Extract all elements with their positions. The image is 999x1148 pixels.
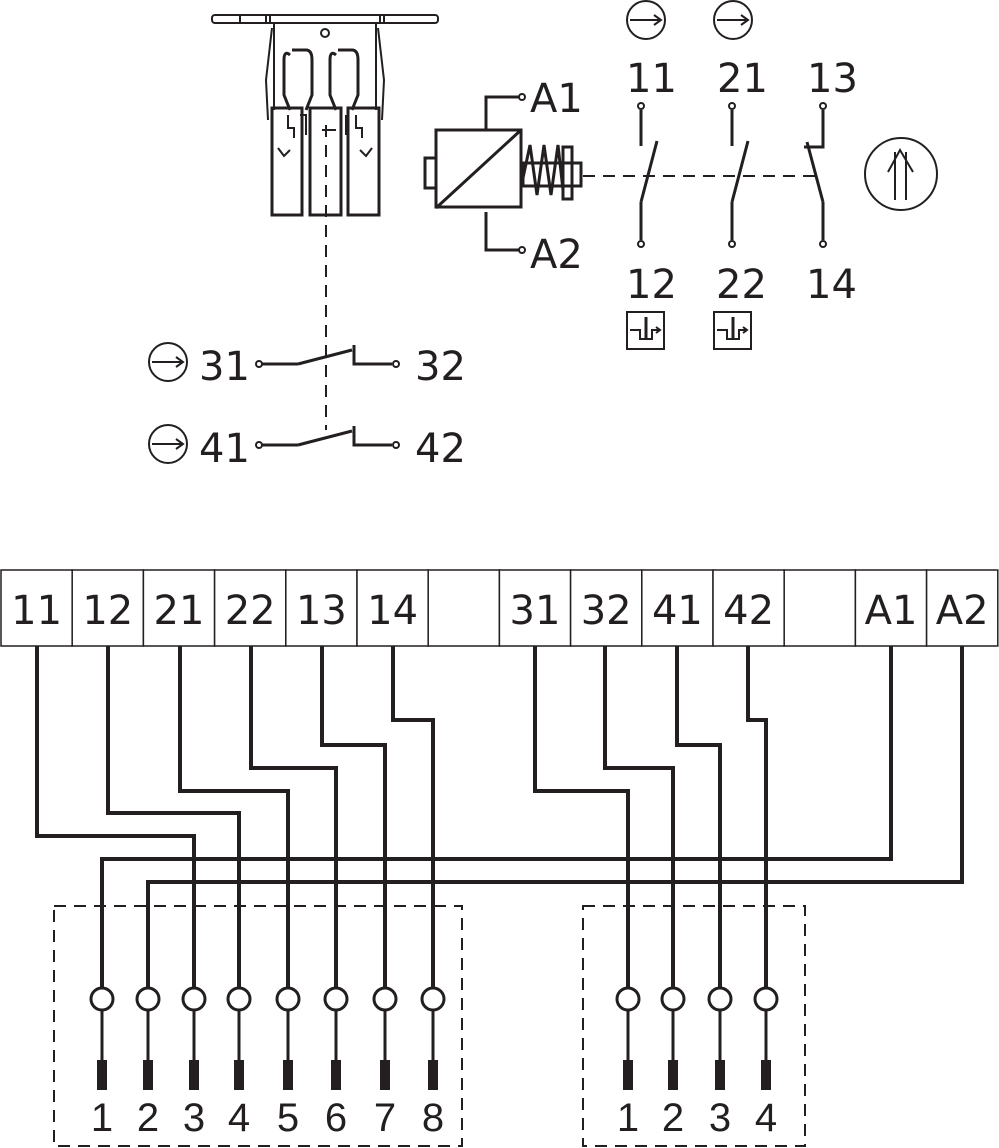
- terminal-spare: [427, 569, 501, 647]
- terminal-31: 31: [498, 569, 572, 647]
- pin-5: 5: [275, 986, 301, 1140]
- svg-text:31: 31: [510, 588, 561, 634]
- svg-text:13: 13: [807, 56, 858, 102]
- svg-text:4: 4: [755, 1096, 777, 1140]
- pin-6: 6: [323, 986, 349, 1140]
- svg-text:22: 22: [225, 588, 276, 634]
- delayed-break-icon: [626, 311, 665, 350]
- wiring: [35, 646, 964, 990]
- svg-text:1: 1: [617, 1096, 639, 1140]
- pin-4: 4: [753, 986, 779, 1140]
- svg-text:42: 42: [723, 588, 774, 634]
- pin-1: 1: [89, 986, 115, 1140]
- switch-head-drawing: [211, 14, 439, 430]
- svg-text:13: 13: [296, 588, 347, 634]
- wire-31: [533, 646, 630, 990]
- solenoid-coil: A1 A2: [423, 76, 815, 278]
- svg-text:5: 5: [277, 1096, 299, 1140]
- svg-text:7: 7: [374, 1096, 396, 1140]
- wire-12: [106, 646, 241, 990]
- terminal-A1: A1: [854, 569, 928, 647]
- wire-32: [603, 646, 675, 990]
- positive-opening-icon: [713, 0, 753, 40]
- actuation-direction-icon: [864, 137, 938, 211]
- contact-31-32: 31 32: [148, 342, 466, 390]
- wire-a1: [100, 646, 893, 990]
- wire-21: [178, 646, 290, 990]
- svg-text:12: 12: [626, 262, 677, 308]
- pin-8: 8: [420, 986, 446, 1140]
- contact-41-42: 41 42: [148, 424, 466, 472]
- wire-11: [35, 646, 196, 990]
- svg-text:A1: A1: [865, 588, 918, 634]
- svg-text:14: 14: [806, 262, 857, 308]
- svg-text:32: 32: [581, 588, 632, 634]
- svg-text:21: 21: [717, 56, 768, 102]
- terminal-strip: 11 12 21 22 13 14 31 32 41 42 A1 A2: [0, 569, 999, 647]
- svg-text:42: 42: [415, 426, 466, 472]
- svg-text:14: 14: [367, 588, 418, 634]
- coil-terminal-a2: A2: [530, 232, 583, 278]
- wire-22: [249, 646, 338, 990]
- connector-1-outline: [53, 905, 463, 1147]
- svg-text:1: 1: [91, 1096, 113, 1140]
- positive-opening-icon: [626, 0, 666, 40]
- terminal-21: 21: [142, 569, 216, 647]
- svg-text:A2: A2: [936, 588, 989, 634]
- svg-text:41: 41: [199, 426, 250, 472]
- positive-opening-icon: [148, 424, 188, 464]
- pin-3: 3: [707, 986, 733, 1140]
- contact-13-14: 13 14: [804, 56, 858, 308]
- pin-7: 7: [372, 986, 398, 1140]
- connector-2-outline: [582, 905, 806, 1147]
- svg-text:31: 31: [199, 344, 250, 390]
- coil-terminal-a1: A1: [530, 76, 583, 122]
- svg-text:3: 3: [709, 1096, 731, 1140]
- svg-text:41: 41: [652, 588, 703, 634]
- terminal-32: 32: [569, 569, 643, 647]
- pin-3: 3: [181, 986, 207, 1140]
- terminal-22: 22: [213, 569, 287, 647]
- pin-1: 1: [615, 986, 641, 1140]
- svg-text:4: 4: [228, 1096, 250, 1140]
- terminal-11: 11: [0, 569, 73, 647]
- pin-2: 2: [135, 986, 161, 1140]
- svg-text:8: 8: [422, 1096, 444, 1140]
- svg-text:11: 11: [11, 588, 62, 634]
- pin-2: 2: [660, 986, 686, 1140]
- svg-text:32: 32: [415, 344, 466, 390]
- wire-14: [391, 646, 435, 990]
- svg-text:11: 11: [626, 56, 677, 102]
- contact-21-22: 21 22: [713, 0, 768, 350]
- svg-text:3: 3: [183, 1096, 205, 1140]
- svg-text:2: 2: [662, 1096, 684, 1140]
- svg-text:2: 2: [137, 1096, 159, 1140]
- terminal-41: 41: [641, 569, 714, 647]
- svg-text:21: 21: [154, 588, 205, 634]
- positive-opening-icon: [148, 342, 188, 382]
- svg-text:22: 22: [716, 262, 767, 308]
- terminal-12: 12: [71, 569, 145, 647]
- wire-42: [746, 646, 768, 990]
- contact-11-12: 11 12: [626, 0, 677, 350]
- terminal-14: 14: [356, 569, 429, 647]
- pin-4: 4: [226, 986, 252, 1140]
- wire-41: [675, 646, 722, 990]
- svg-text:12: 12: [82, 588, 133, 634]
- wire-13: [320, 646, 387, 990]
- terminal-42: 42: [712, 569, 785, 647]
- spring-icon: [521, 144, 565, 196]
- terminal-spare: [783, 569, 857, 647]
- delayed-break-icon: [713, 311, 752, 350]
- terminal-13: 13: [285, 569, 358, 647]
- terminal-A2: A2: [925, 569, 999, 647]
- wire-a2: [146, 646, 964, 990]
- svg-text:6: 6: [325, 1096, 347, 1140]
